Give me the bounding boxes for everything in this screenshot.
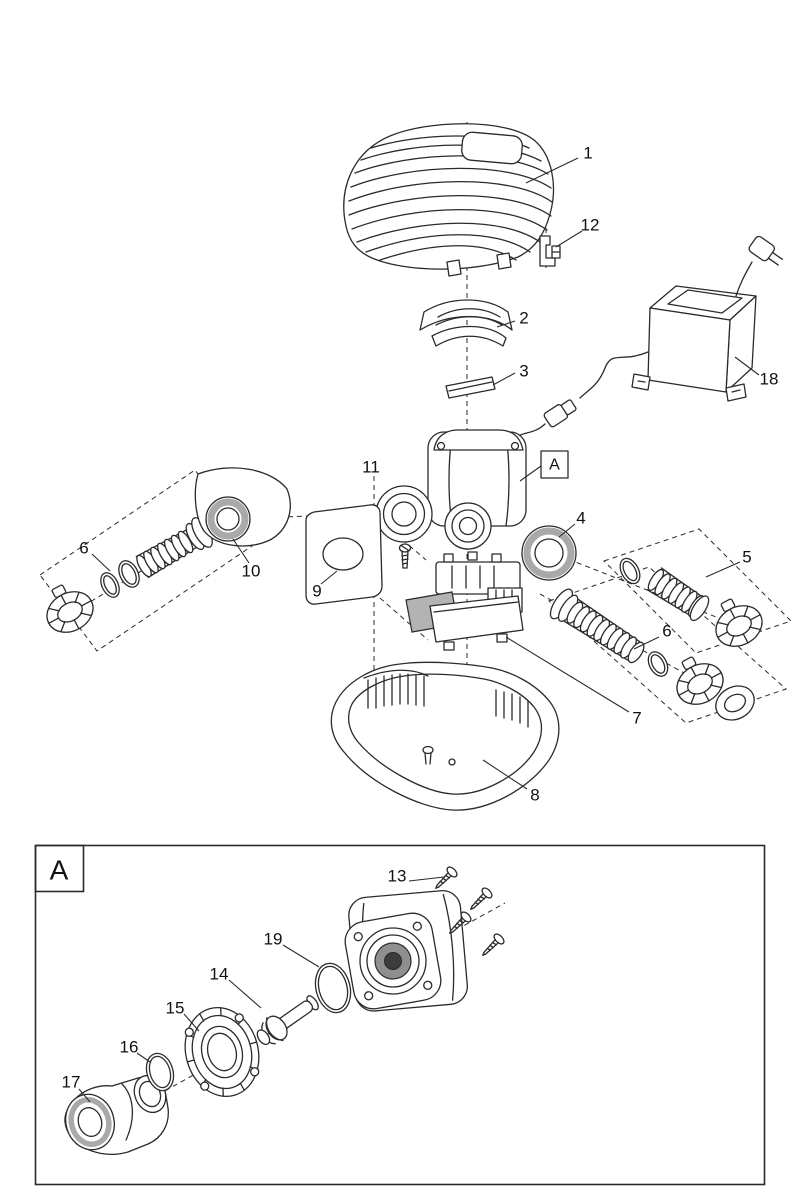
shell-screw — [422, 745, 434, 755]
gasket-plate-part-9 — [305, 504, 383, 605]
part-label-5: 5 — [742, 548, 751, 567]
part-label-17: 17 — [62, 1073, 81, 1092]
callout-a-box: A — [540, 450, 569, 479]
detail-panel-a: A — [34, 844, 766, 1186]
part-label-1: 1 — [583, 144, 592, 163]
part-label-2: 2 — [519, 309, 528, 328]
rotor-shaft-hole — [384, 952, 402, 970]
part-label-15: 15 — [166, 999, 185, 1018]
hose-tail — [646, 567, 710, 622]
o-ring — [100, 572, 120, 598]
part-label-3: 3 — [519, 362, 528, 381]
o-ring-part-19 — [314, 962, 352, 1014]
detail-leader-lines — [78, 876, 445, 1103]
hose-tail — [135, 517, 213, 579]
handle-part-2 — [419, 299, 513, 347]
o-ring-part-16 — [145, 1052, 175, 1092]
part-label-9: 9 — [312, 582, 321, 601]
motor-unit — [375, 429, 527, 550]
motor-body-detail — [344, 890, 468, 1012]
plate-part-3 — [445, 376, 496, 399]
part-label-18: 18 — [760, 370, 779, 389]
leader-lines — [91, 157, 760, 790]
part-label-8: 8 — [530, 786, 539, 805]
hose-clamp — [676, 656, 724, 705]
hose-kit-part-6-right — [549, 588, 755, 721]
ring-part-10 — [194, 467, 291, 547]
part-label-14: 14 — [210, 965, 229, 984]
o-ring — [619, 557, 641, 585]
screw-part-11 — [398, 543, 412, 569]
o-ring — [118, 560, 140, 588]
union-nut-part-4 — [521, 525, 577, 581]
o-ring — [647, 651, 669, 677]
part-label-16: 16 — [120, 1038, 139, 1057]
hose-clamp — [715, 598, 763, 647]
part-label-13: 13 — [388, 867, 407, 886]
part-label-10: 10 — [242, 562, 261, 581]
cable-connector — [543, 399, 577, 428]
part-label-12: 12 — [581, 216, 600, 235]
impeller-part-14 — [256, 995, 319, 1046]
part-label-6-left: 6 — [79, 539, 88, 558]
screws-part-13 — [435, 866, 505, 956]
bracket-part-7 — [405, 551, 524, 651]
power-plug — [735, 235, 783, 297]
part-labels-detail: 13 19 14 15 16 17 — [62, 867, 407, 1092]
part-label-4: 4 — [576, 509, 585, 528]
clamp-ring — [715, 685, 755, 721]
callout-a-label: A — [549, 457, 560, 474]
part-label-6-right: 6 — [662, 622, 671, 641]
part-label-7: 7 — [632, 709, 641, 728]
plug-cord — [735, 261, 753, 297]
transformer-part-18 — [631, 285, 757, 402]
detail-panel-label: A — [50, 855, 69, 886]
part-label-11: 11 — [362, 458, 380, 477]
clip-part-12 — [539, 235, 561, 267]
power-cable — [501, 351, 649, 453]
hose-tail — [549, 588, 645, 664]
hose-kit-part-5 — [619, 557, 763, 647]
top-cover-part-1 — [343, 123, 555, 277]
hose-clamp — [46, 584, 94, 633]
part-labels-main: 1 12 2 3 18 11 4 5 6 10 9 6 7 8 — [79, 144, 778, 805]
part-label-19: 19 — [264, 930, 283, 949]
hose-kit-part-6-left — [46, 517, 213, 633]
pump-cover-part-15 — [184, 1006, 260, 1098]
